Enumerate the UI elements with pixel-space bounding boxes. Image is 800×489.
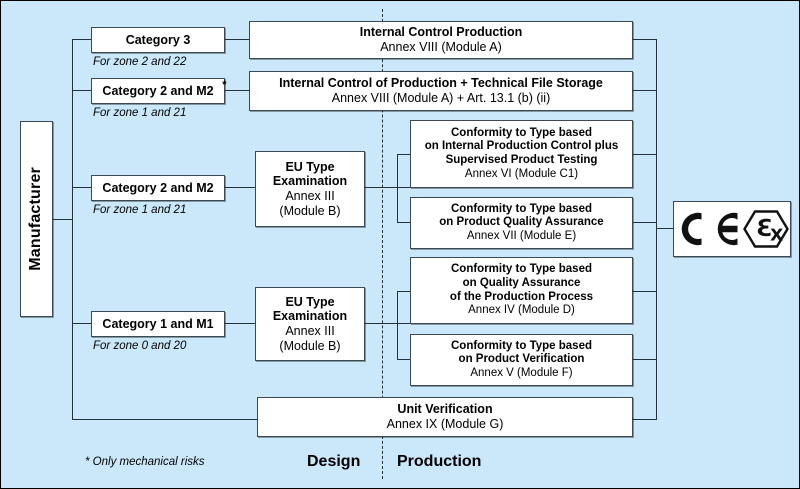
internal-control-production-box: Internal Control Production Annex VIII (… — [249, 21, 633, 59]
connector-trunk-to-category-2 — [72, 187, 92, 188]
category-2-star-label: Category 2 and M2 — [102, 83, 214, 98]
connector-left-trunk — [72, 39, 73, 419]
eu-type-lower-line3: Annex III — [285, 324, 335, 338]
category-2-zone-label: For zone 1 and 21 — [93, 204, 187, 216]
conformity-module-f-box: Conformity to Type based on Product Veri… — [410, 334, 633, 386]
conformity-d-line2: on Quality Assurance — [462, 276, 581, 289]
connector-trunk-to-category-2-star — [72, 90, 92, 91]
conformity-d-line4: Annex IV (Module D) — [468, 304, 575, 317]
connector-manufacturer-to-trunk — [52, 219, 73, 220]
connector-eu-type-lower-to-d — [397, 291, 410, 292]
design-production-divider — [382, 9, 383, 479]
connector-unit-verification-to-right-trunk — [633, 419, 657, 420]
connector-e-to-right-trunk — [633, 222, 657, 223]
ce-marking-icon — [675, 209, 741, 249]
unit-verification-box: Unit Verification Annex IX (Module G) — [257, 397, 633, 437]
internal-control-tech-file-line2: Annex VIII (Module A) + Art. 13.1 (b) (i… — [331, 91, 551, 105]
category-3-zone-label: For zone 2 and 22 — [93, 56, 187, 68]
footer-design-label: Design — [307, 453, 361, 470]
connector-eu-type-lower-stem — [364, 323, 410, 324]
conformity-module-c1-box: Conformity to Type based on Internal Pro… — [410, 120, 633, 188]
eu-type-examination-lower-box: EU Type Examination Annex III (Module B) — [255, 287, 365, 361]
category-1-zone-label: For zone 0 and 20 — [93, 340, 187, 352]
conformity-f-line1: Conformity to Type based — [451, 339, 592, 352]
unit-verification-line2: Annex IX (Module G) — [386, 417, 504, 431]
eu-type-lower-line2: Examination — [272, 309, 348, 324]
internal-control-production-line1: Internal Control Production — [359, 25, 523, 40]
conformity-c1-line4: Annex VI (Module C1) — [464, 167, 579, 180]
conformity-e-line2: on Product Quality Assurance — [439, 216, 604, 229]
ce-ex-marking-box — [673, 201, 791, 257]
connector-eu-type-upper-to-e — [397, 222, 410, 223]
connector-category-3-to-internal-control — [225, 39, 250, 40]
connector-f-to-right-trunk — [633, 359, 657, 360]
footer-production-label: Production — [397, 453, 482, 470]
category-2-star-zone-label: For zone 1 and 21 — [93, 107, 187, 119]
conformity-d-line1: Conformity to Type based — [451, 263, 592, 276]
internal-control-tech-file-box: Internal Control of Production + Technic… — [249, 71, 633, 111]
eu-type-upper-line1: EU Type — [285, 159, 335, 174]
conformity-f-line2: on Product Verification — [458, 353, 585, 366]
internal-control-tech-file-line1: Internal Control of Production + Technic… — [279, 76, 603, 91]
connector-internal-control-tech-to-right-trunk — [633, 90, 657, 91]
category-2-asterisk: * — [222, 78, 227, 91]
connector-trunk-to-category-1 — [72, 323, 92, 324]
connector-right-trunk-to-ce-mark — [656, 228, 674, 229]
connector-trunk-to-unit-verification — [72, 419, 258, 420]
eu-type-upper-line3: Annex III — [285, 189, 335, 203]
conformity-module-e-box: Conformity to Type based on Product Qual… — [410, 197, 633, 249]
eu-type-upper-line2: Examination — [272, 174, 348, 189]
conformity-e-line1: Conformity to Type based — [451, 202, 592, 215]
connector-category-2-to-eu-type-upper — [225, 187, 256, 188]
ex-marking-icon — [743, 209, 789, 249]
unit-verification-line1: Unit Verification — [397, 402, 493, 417]
category-1-label: Category 1 and M1 — [102, 316, 214, 331]
category-2-label: Category 2 and M2 — [102, 180, 214, 195]
manufacturer-box: Manufacturer — [20, 121, 53, 317]
eu-type-lower-line1: EU Type — [285, 294, 335, 309]
connector-eu-type-lower-fan — [397, 291, 398, 359]
category-3-label: Category 3 — [125, 32, 191, 47]
category-2-box: Category 2 and M2 — [91, 175, 225, 201]
conformity-c1-line2: on Internal Production Control plus — [424, 140, 619, 153]
connector-eu-type-upper-fan — [397, 154, 398, 222]
eu-type-lower-line4: (Module B) — [279, 338, 341, 353]
category-3-box: Category 3 — [91, 27, 225, 53]
connector-eu-type-lower-to-f — [397, 359, 410, 360]
connector-right-trunk — [656, 39, 657, 419]
connector-d-to-right-trunk — [633, 291, 657, 292]
conformity-f-line3: Annex V (Module F) — [470, 366, 573, 379]
conformity-e-line3: Annex VII (Module E) — [466, 229, 577, 242]
connector-eu-type-upper-to-c1 — [397, 154, 410, 155]
category-1-box: Category 1 and M1 — [91, 311, 225, 337]
connector-category-1-to-eu-type-lower — [225, 323, 256, 324]
conformity-c1-line3: Supervised Product Testing — [445, 154, 598, 166]
conformity-c1-line1: Conformity to Type based — [451, 126, 592, 139]
conformity-module-d-box: Conformity to Type based on Quality Assu… — [410, 257, 633, 324]
eu-type-upper-line4: (Module B) — [279, 203, 341, 218]
connector-eu-type-upper-stem — [364, 187, 410, 188]
eu-type-examination-upper-box: EU Type Examination Annex III (Module B) — [255, 151, 365, 227]
conformity-d-line3: of the Production Process — [449, 290, 594, 303]
internal-control-production-line2: Annex VIII (Module A) — [380, 40, 502, 54]
connector-internal-control-to-right-trunk — [633, 39, 657, 40]
footnote-mechanical-risks: * Only mechanical risks — [85, 456, 205, 468]
connector-c1-to-right-trunk — [633, 154, 657, 155]
connector-category-2-star-to-internal-control-tech — [225, 90, 250, 91]
manufacturer-label: Manufacturer — [27, 167, 45, 271]
connector-trunk-to-category-3 — [72, 39, 92, 40]
category-2-star-box: Category 2 and M2 * — [91, 78, 227, 104]
